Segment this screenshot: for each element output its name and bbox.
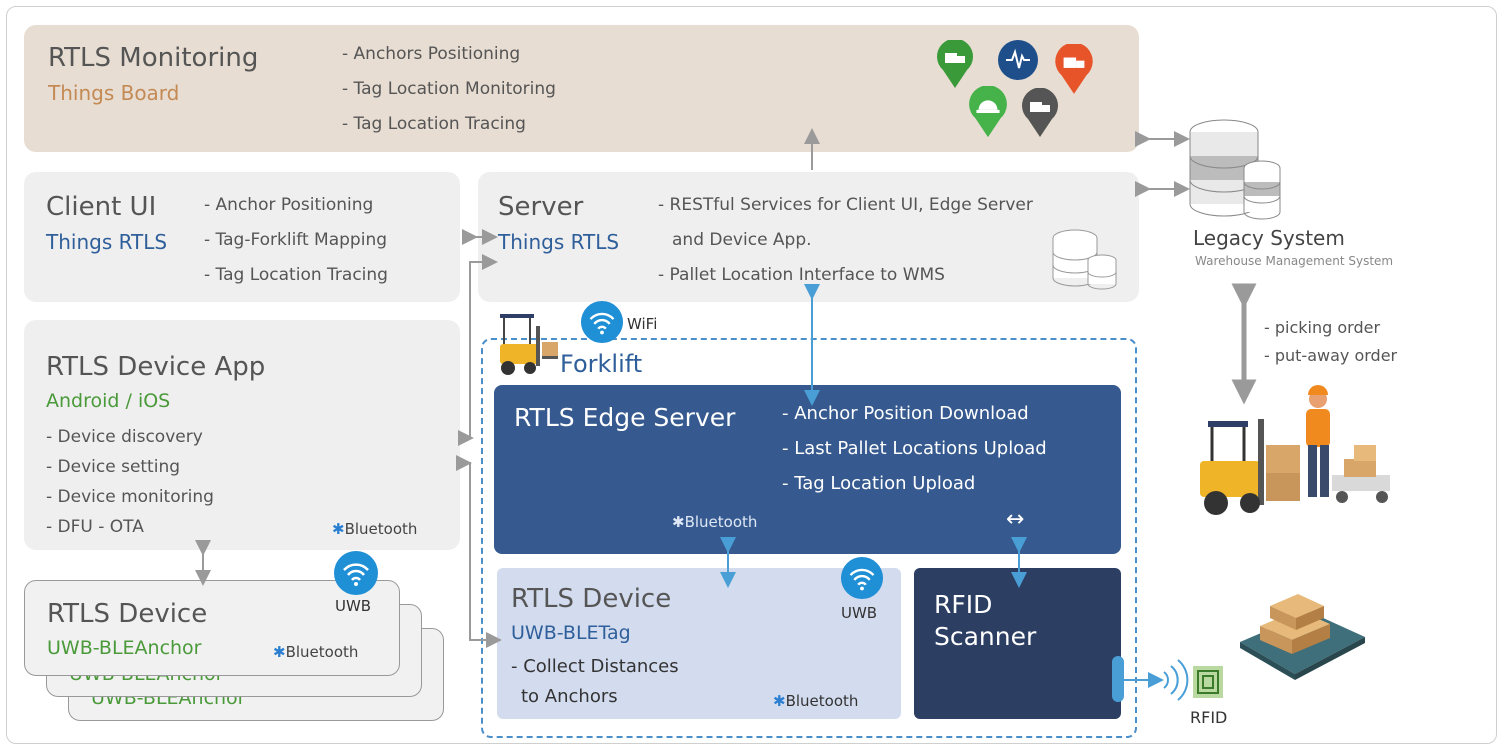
forklift-icon	[500, 314, 558, 375]
forklift-worker-illustration	[1200, 385, 1390, 515]
monitoring-panel: RTLS Monitoring Things Board - Anchors P…	[24, 25, 1139, 152]
monitoring-item: - Tag Location Tracing	[342, 114, 526, 134]
bluetooth-label: ✱Bluetooth	[773, 692, 859, 710]
device-app-item: - Device discovery	[46, 427, 203, 447]
truck-pin-icon	[1022, 88, 1058, 137]
device-app-item: - Device setting	[46, 457, 181, 477]
rtls-tag-subtitle: UWB-BLETag	[511, 622, 631, 644]
edge-server-panel: RTLS Edge Server - Anchor Position Downl…	[494, 385, 1121, 554]
database-icon	[1189, 119, 1281, 220]
monitoring-title: RTLS Monitoring	[48, 43, 259, 73]
worker-pin-icon	[969, 86, 1007, 138]
rfid-scanner-title: RFID	[934, 590, 993, 619]
bluetooth-icon: ✱	[773, 692, 786, 710]
device-app-item: - DFU - OTA	[46, 517, 144, 537]
client-ui-title: Client UI	[46, 192, 157, 222]
bluetooth-icon: ✱	[273, 643, 286, 661]
server-title: Server	[498, 192, 584, 222]
bluetooth-label: ✱Bluetooth	[672, 513, 758, 531]
signal-pin-icon	[998, 40, 1038, 80]
legacy-subtitle: Warehouse Management System	[1195, 254, 1394, 268]
anchor-subtitle: UWB-BLEAnchor	[47, 637, 202, 659]
bluetooth-label: ✱Bluetooth	[332, 520, 418, 538]
uwb-label: UWB	[841, 604, 878, 622]
database-icon	[1052, 229, 1117, 290]
client-ui-subtitle: Things RTLS	[46, 230, 168, 254]
pallet-icon	[1240, 594, 1365, 680]
monitoring-subtitle: Things Board	[48, 81, 180, 105]
monitoring-item: - Anchors Positioning	[342, 44, 521, 64]
bluetooth-label: ✱Bluetooth	[273, 643, 359, 661]
server-item: - RESTful Services for Client UI, Edge S…	[658, 195, 1033, 215]
device-app-subtitle: Android / iOS	[46, 390, 171, 412]
server-item: - Pallet Location Interface to WMS	[658, 265, 945, 285]
wifi-icon	[580, 300, 624, 344]
rtls-tag-panel: RTLS Device UWB-BLETag - Collect Distanc…	[497, 568, 901, 719]
rfid-tag-icon	[1193, 666, 1223, 698]
rfid-scanner-panel: RFID Scanner	[914, 568, 1121, 719]
client-ui-item: - Anchor Positioning	[204, 195, 374, 215]
diagram-frame	[6, 6, 1497, 744]
device-app-panel: RTLS Device App Android / iOS - Device d…	[24, 320, 460, 550]
rfid-antenna	[1112, 656, 1124, 702]
order-item: - put-away order	[1264, 346, 1398, 365]
wifi-icon	[840, 556, 884, 600]
wifi-icon	[334, 551, 378, 595]
rfid-scanner-title: Scanner	[934, 622, 1037, 651]
client-ui-item: - Tag-Forklift Mapping	[204, 230, 388, 250]
anchor-card: RTLS Device UWB-BLEAnchor ✱Bluetooth	[24, 580, 400, 676]
uwb-label: UWB	[335, 597, 372, 615]
server-item: and Device App.	[672, 230, 812, 250]
edge-server-title: RTLS Edge Server	[514, 403, 736, 432]
anchor-title: RTLS Device	[47, 599, 208, 629]
server-panel: Server Things RTLS - RESTful Services fo…	[478, 172, 1139, 302]
edge-server-item: - Last Pallet Locations Upload	[782, 438, 1047, 459]
order-item: - picking order	[1264, 318, 1381, 337]
client-ui-panel: Client UI Things RTLS - Anchor Positioni…	[24, 172, 460, 302]
device-app-title: RTLS Device App	[46, 352, 266, 382]
monitoring-item: - Tag Location Monitoring	[342, 79, 556, 99]
usb-icon: ↔	[1006, 507, 1025, 532]
bluetooth-icon: ✱	[332, 520, 345, 538]
bluetooth-icon: ✱	[672, 513, 685, 531]
rtls-tag-title: RTLS Device	[511, 584, 672, 614]
forklift-label: Forklift	[560, 350, 643, 378]
server-subtitle: Things RTLS	[498, 230, 620, 254]
edge-server-item: - Tag Location Upload	[782, 473, 976, 494]
rfid-label: RFID	[1190, 708, 1228, 727]
edge-server-item: - Anchor Position Download	[782, 403, 1029, 424]
rtls-tag-item: to Anchors	[521, 686, 618, 707]
device-app-item: - Device monitoring	[46, 487, 214, 507]
truck-pin-icon	[1055, 44, 1093, 94]
legacy-title: Legacy System	[1193, 226, 1345, 250]
client-ui-item: - Tag Location Tracing	[204, 265, 388, 285]
wifi-label: WiFi	[627, 315, 658, 333]
truck-pin-icon	[937, 40, 973, 88]
rtls-tag-item: - Collect Distances	[511, 656, 679, 677]
